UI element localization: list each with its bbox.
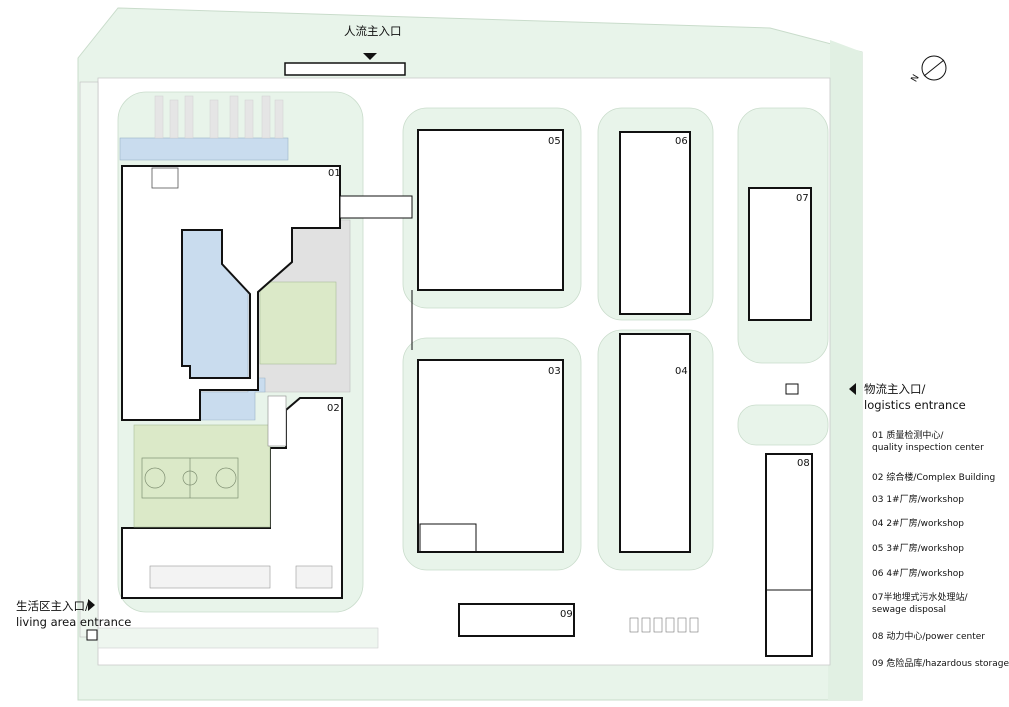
living-entrance-label-cn: 生活区主入口/ (16, 599, 89, 613)
stair (267, 395, 287, 447)
logistics-entrance-arrow (849, 383, 856, 395)
building-06 (619, 131, 691, 315)
living-gate-house (86, 629, 98, 641)
basketball-court (141, 457, 239, 499)
parking-stalls (154, 95, 284, 139)
building-03 (417, 359, 564, 553)
building-03-annex (419, 523, 477, 553)
bridge-01-05 (339, 195, 413, 219)
parking-bay-blue (119, 137, 289, 161)
legend-item-02: 02 综合楼/Complex Building (872, 473, 996, 483)
legend-item-07: 07半地埋式污水处理站/ sewage disposal (872, 593, 968, 615)
building-07 (748, 187, 812, 321)
living-entrance-label-en: living area entrance (16, 615, 132, 629)
legend-item-04: 04 2#厂房/workshop (872, 519, 965, 529)
label-02: 02 (327, 403, 340, 414)
south-parking (97, 627, 379, 649)
courtyard-lawn (259, 281, 337, 365)
parking-small (629, 617, 699, 633)
people-entrance-arrow (363, 53, 377, 60)
main-gate (284, 62, 406, 76)
label-03: 03 (548, 366, 561, 377)
court-lawn (133, 424, 271, 528)
building-09 (458, 603, 575, 637)
logistics-entrance-label-en: logistics entrance (864, 398, 966, 412)
label-08: 08 (797, 458, 810, 469)
building-01-core (151, 167, 179, 189)
lawn-block-08 (737, 404, 829, 446)
label-05: 05 (548, 136, 561, 147)
east-green-strip (828, 40, 862, 700)
label-09: 09 (560, 609, 573, 620)
label-07: 07 (796, 193, 809, 204)
label-01: 01 (328, 168, 341, 179)
building-05 (417, 129, 564, 291)
logistics-entrance-label-cn: 物流主入口/ (864, 382, 926, 396)
svg-text:N: N (910, 73, 922, 84)
logistics-gate-house (785, 383, 799, 395)
legend-item-01: 01 质量检测中心/ quality inspection center (872, 431, 984, 453)
bike-parking (149, 565, 333, 589)
legend-item-09: 09 危险品库/hazardous storage (872, 659, 1009, 669)
living-entrance-arrow (88, 599, 95, 611)
building-08 (765, 453, 813, 657)
legend-item-03: 03 1#厂房/workshop (872, 495, 965, 505)
building-04 (619, 333, 691, 553)
label-04: 04 (675, 366, 688, 377)
people-main-entrance-label: 人流主入口 (344, 24, 402, 38)
west-parking (79, 81, 99, 638)
legend-item-08: 08 动力中心/power center (872, 632, 985, 642)
legend-item-05: 05 3#厂房/workshop (872, 544, 965, 554)
label-06: 06 (675, 136, 688, 147)
north-arrow-icon: N (910, 55, 947, 84)
legend-item-06: 06 4#厂房/workshop (872, 569, 965, 579)
